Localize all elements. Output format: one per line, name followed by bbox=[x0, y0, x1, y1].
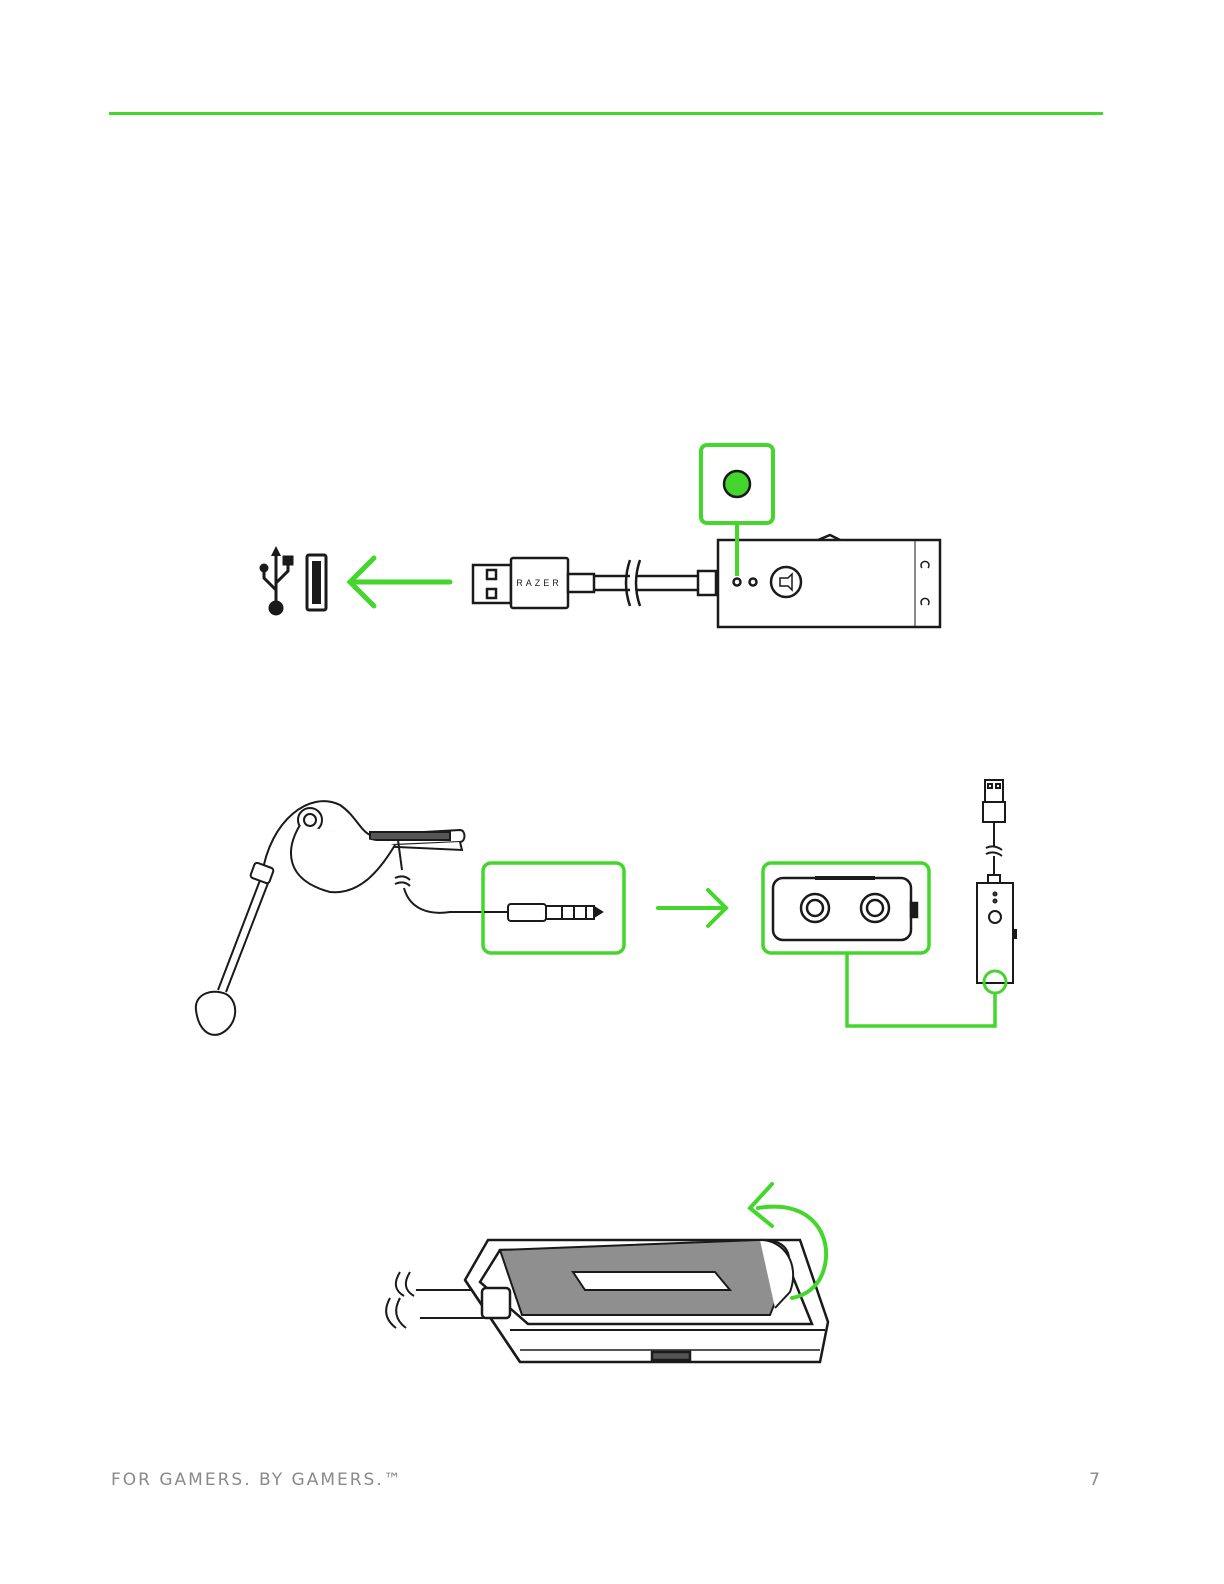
headset-cable bbox=[395, 840, 490, 913]
usb-symbol-icon bbox=[261, 546, 292, 614]
headset-illustration bbox=[196, 801, 465, 1035]
peel-film-illustration bbox=[380, 1170, 840, 1380]
port-callout-line bbox=[847, 953, 995, 1026]
brand-label: RAZER bbox=[516, 578, 562, 588]
usb-connection-illustration: RAZER bbox=[250, 440, 960, 640]
audio-controller-body bbox=[718, 535, 940, 627]
page-number: 7 bbox=[1089, 1470, 1100, 1490]
headset-connection-illustration bbox=[190, 770, 1040, 1070]
footer-tagline: FOR GAMERS. BY GAMERS.™ bbox=[111, 1470, 403, 1490]
usb-port-icon bbox=[307, 555, 326, 610]
plug-direction-arrow bbox=[350, 558, 450, 606]
header-rule bbox=[109, 112, 1103, 115]
controller-ports-illustration bbox=[773, 878, 917, 940]
usb-plug-illustration bbox=[473, 558, 716, 608]
small-controller-illustration bbox=[977, 780, 1016, 983]
connect-direction-arrow bbox=[658, 890, 726, 926]
film-window bbox=[573, 1272, 730, 1290]
led-indicator-icon bbox=[724, 471, 750, 497]
